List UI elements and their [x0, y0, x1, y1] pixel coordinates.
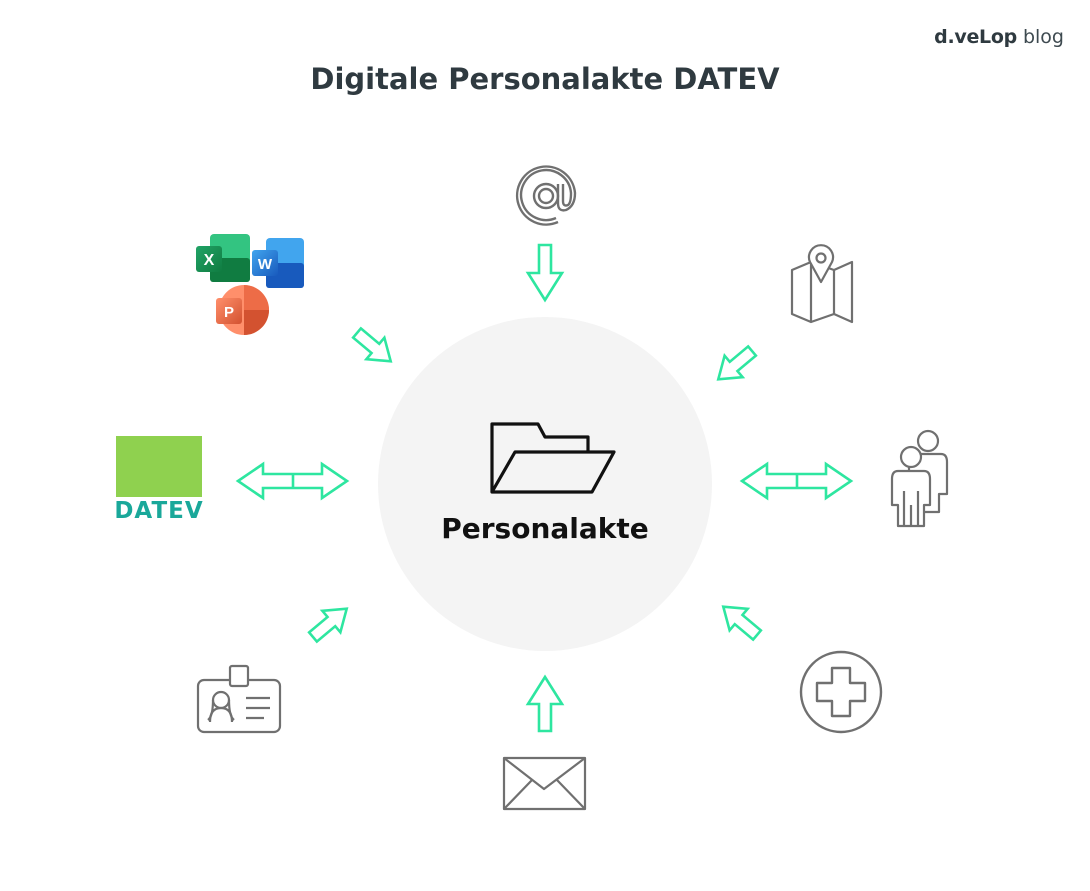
excel-letter: X [204, 252, 215, 269]
arrow-email-in [525, 243, 565, 303]
word-letter: W [258, 256, 273, 273]
arrow-people-both [739, 461, 854, 501]
center-label: Personalakte [441, 512, 649, 545]
brand-logo: d.veLop blog [934, 26, 1064, 48]
arrow-id-in [307, 607, 349, 644]
datev-logo [116, 436, 202, 497]
arrow-health-in [721, 605, 763, 642]
center-circle [378, 317, 712, 651]
powerpoint-icon: P [216, 285, 269, 335]
envelope-icon [502, 756, 587, 811]
arrow-map-in [716, 344, 758, 381]
at-sign-icon [515, 165, 577, 226]
medical-cross-icon [799, 650, 883, 734]
arrow-letter-in [525, 674, 565, 733]
powerpoint-letter: P [224, 304, 234, 321]
map-location-icon [790, 244, 854, 324]
arrow-datev-both [235, 461, 350, 501]
id-badge-icon [196, 664, 282, 734]
folder-open-icon [490, 422, 616, 494]
excel-icon: X [196, 234, 250, 282]
brand-suffix: blog [1022, 26, 1064, 48]
word-icon: W [252, 238, 304, 288]
page-title: Digitale Personalakte DATEV [310, 62, 780, 96]
office-apps-icon: X W P [196, 234, 304, 335]
datev-label: DATEV [114, 498, 204, 524]
arrow-office-in [351, 326, 393, 363]
people-icon [890, 429, 949, 528]
brand-name: d.veLop [934, 26, 1017, 48]
